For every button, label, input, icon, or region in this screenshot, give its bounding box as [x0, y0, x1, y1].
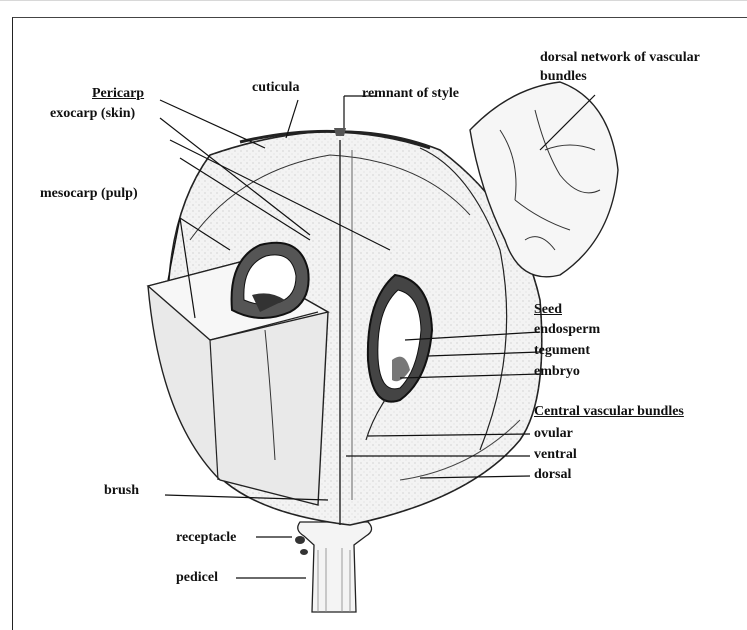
label-tegument: tegument — [534, 343, 590, 359]
label-mesocarp: mesocarp (pulp) — [40, 186, 138, 202]
label-ovular: ovular — [534, 426, 573, 442]
berry-body — [148, 131, 542, 525]
label-brush: brush — [104, 483, 139, 499]
label-embryo: embryo — [534, 364, 580, 380]
style-remnant — [334, 128, 346, 136]
label-seed: Seed — [534, 302, 562, 318]
label-dorsal-network-2: bundles — [540, 69, 587, 85]
label-exocarp: exocarp (skin) — [50, 106, 135, 122]
pedicel-shape — [295, 522, 372, 612]
label-pedicel: pedicel — [176, 570, 218, 586]
label-remnant-of-style: remnant of style — [362, 86, 459, 102]
label-ventral: ventral — [534, 447, 577, 463]
label-central-vascular-bundles: Central vascular bundles — [534, 404, 684, 420]
label-dorsal-network: dorsal network of vascular — [540, 50, 700, 66]
label-endosperm: endosperm — [534, 322, 600, 338]
label-receptacle: receptacle — [176, 530, 236, 546]
label-cuticula: cuticula — [252, 80, 299, 96]
label-dorsal: dorsal — [534, 467, 571, 483]
label-pericarp: Pericarp — [92, 86, 144, 102]
